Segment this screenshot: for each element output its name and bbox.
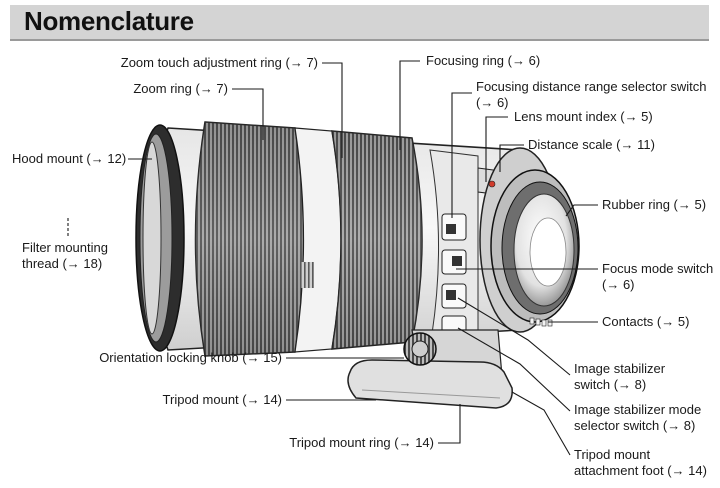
label-zoom-touch-ring: Zoom touch adjustment ring (→ 7) [121, 55, 318, 70]
label-tripod-mount: Tripod mount (→ 14) [163, 392, 282, 407]
leader-rubber-ring [565, 204, 598, 217]
leader-focusing-ring [399, 60, 420, 150]
leader-stabilizer-switch [457, 297, 571, 376]
label-range-switch-line2: (→ 6) [476, 95, 509, 110]
label-stabilizer-mode-line1: Image stabilizer mode [574, 402, 701, 417]
lens-illustration [135, 121, 580, 409]
label-contacts: Contacts (→ 5) [602, 314, 689, 329]
label-filter-thread-line2: thread (→ 18) [22, 256, 102, 271]
labels: Zoom touch adjustment ring (→ 7) Zoom ri… [12, 53, 713, 478]
label-distance-scale: Distance scale (→ 11) [528, 137, 655, 152]
leader-zoom-touch [322, 62, 343, 158]
label-stabilizer-mode-line2: selector switch (→ 8) [574, 418, 695, 433]
label-tripod-foot-line2: attachment foot (→ 14) [574, 463, 707, 478]
label-range-switch-line1: Focusing distance range selector switch [476, 79, 707, 94]
leader-zoom-ring [232, 88, 264, 140]
leader-tripod-ring [438, 404, 461, 444]
leader-tripod-foot [511, 391, 571, 456]
page-title: Nomenclature [24, 6, 194, 36]
leader-stabilizer-mode [457, 327, 571, 412]
label-orientation-knob: Orientation locking knob (→ 15) [99, 350, 282, 365]
label-lens-mount-index: Lens mount index (→ 5) [514, 109, 653, 124]
label-filter-thread-line1: Filter mounting [22, 240, 108, 255]
leader-distance-scale [499, 144, 524, 172]
leader-lines [67, 60, 598, 456]
label-tripod-foot-line1: Tripod mount [574, 447, 650, 462]
tripod-mount-foot [347, 359, 513, 409]
label-hood-mount: Hood mount (→ 12) [12, 151, 126, 166]
leader-range-switch [451, 92, 472, 218]
label-stabilizer-switch-line1: Image stabilizer [574, 361, 666, 376]
label-focusing-ring: Focusing ring (→ 6) [426, 53, 540, 68]
label-stabilizer-switch-line2: switch (→ 8) [574, 377, 646, 392]
label-focus-mode-line2: (→ 6) [602, 277, 635, 292]
label-focus-mode-line1: Focus mode switch [602, 261, 713, 276]
label-rubber-ring: Rubber ring (→ 5) [602, 197, 706, 212]
title-bar: Nomenclature [10, 5, 709, 41]
label-zoom-ring: Zoom ring (→ 7) [133, 81, 228, 96]
lens-mount-index-dot [488, 180, 496, 188]
label-tripod-ring: Tripod mount ring (→ 14) [289, 435, 434, 450]
leader-mount-index [485, 116, 508, 182]
contacts-group [529, 317, 553, 327]
